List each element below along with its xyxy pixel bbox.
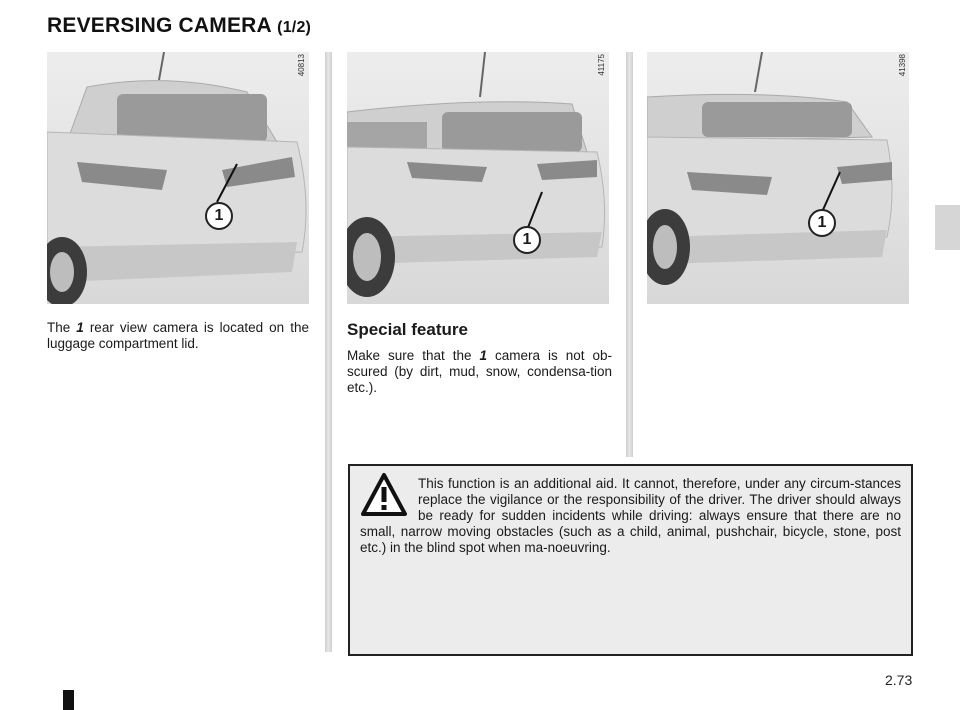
figure-estate-rear xyxy=(347,52,609,304)
callout-1-figure-1: 1 xyxy=(205,202,233,230)
chapter-side-tab xyxy=(935,205,960,250)
figure-2-ref: 41175 xyxy=(597,54,606,76)
figure-1-ref: 40813 xyxy=(297,54,306,77)
page-title: REVERSING CAMERA (1/2) xyxy=(47,14,311,38)
camera-location-paragraph: The 1 rear view camera is located on the… xyxy=(47,320,309,352)
figure-3-ref: 41398 xyxy=(898,54,907,77)
special-feature-heading: Special feature xyxy=(347,320,468,339)
location-text-end: rear view camera is located on the lugga… xyxy=(47,320,309,351)
title-page-indicator: (1/2) xyxy=(277,19,312,36)
warning-box: This function is an additional aid. It c… xyxy=(348,464,913,656)
column-divider-left xyxy=(325,52,332,652)
figure-hatchback-rear xyxy=(47,52,309,304)
special-callout-number: 1 xyxy=(479,348,488,363)
location-text-start: The xyxy=(47,320,71,335)
warning-triangle-icon xyxy=(360,472,408,520)
special-text-start: Make sure that the xyxy=(347,348,472,363)
estate-illustration xyxy=(347,52,606,297)
special-text-end: camera is not ob-scured (by dirt, mud, s… xyxy=(347,348,612,395)
hatchback-illustration xyxy=(47,52,307,304)
location-callout-number: 1 xyxy=(76,320,84,335)
saloon-illustration xyxy=(647,52,893,285)
special-feature-paragraph: Make sure that the 1 camera is not ob-sc… xyxy=(347,348,612,396)
callout-1-figure-2: 1 xyxy=(513,226,541,254)
figure-saloon-rear xyxy=(647,52,909,304)
page-number: 2.73 xyxy=(885,672,913,688)
callout-1-figure-3: 1 xyxy=(808,209,836,237)
print-mark xyxy=(63,690,74,710)
title-text: REVERSING CAMERA xyxy=(47,14,272,37)
column-divider-right xyxy=(626,52,633,457)
warning-text: This function is an additional aid. It c… xyxy=(360,476,901,555)
